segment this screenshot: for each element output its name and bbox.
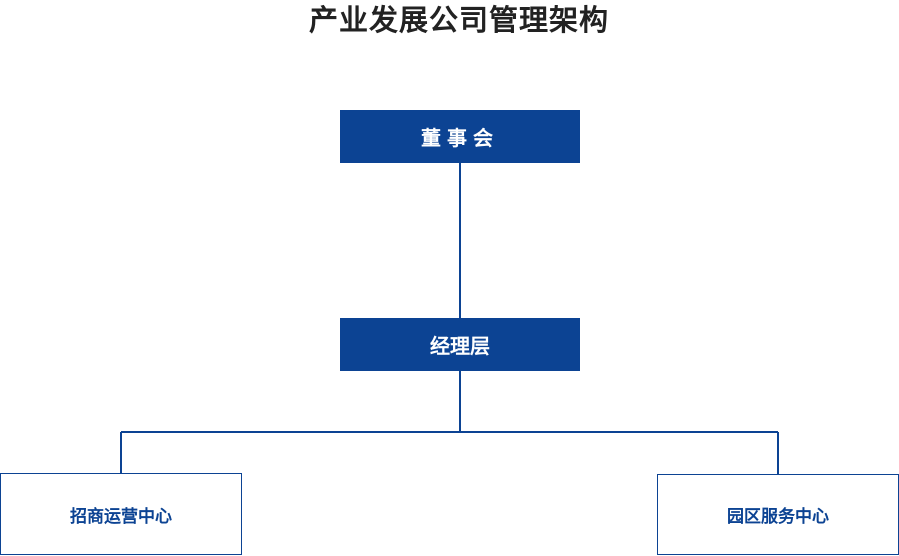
- node-park-service-center: 园区服务中心: [657, 474, 899, 555]
- node-merchant-center-label: 招商运营中心: [70, 506, 172, 527]
- node-manager: 经理层: [340, 318, 580, 371]
- node-park-service-center-label: 园区服务中心: [727, 507, 829, 527]
- node-merchant-center: 招商运营中心: [0, 473, 242, 555]
- node-board: 董事会: [340, 110, 580, 163]
- node-manager-label: 经理层: [430, 334, 490, 358]
- node-board-label: 董事会: [421, 126, 499, 150]
- page-title: 产业发展公司管理架构: [308, 3, 609, 37]
